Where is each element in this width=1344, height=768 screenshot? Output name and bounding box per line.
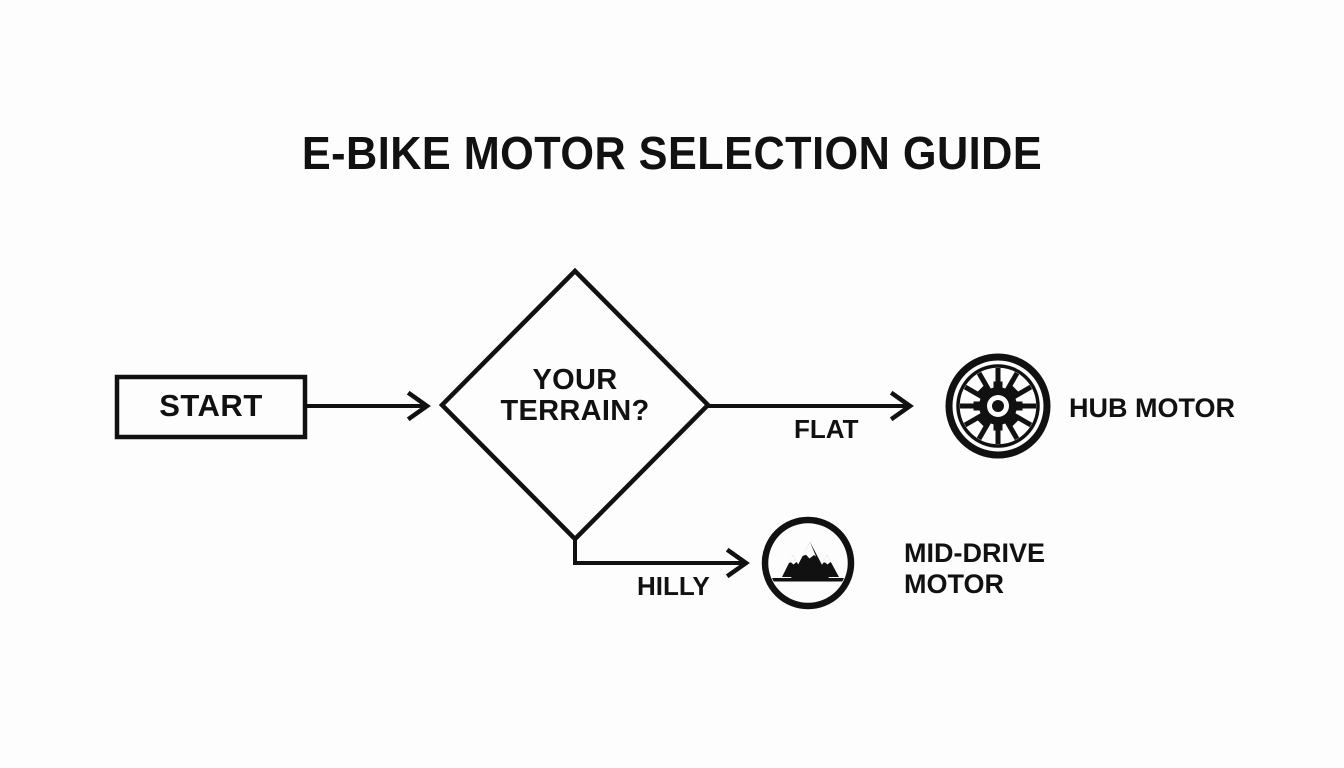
mid-drive-label-line2: MOTOR <box>904 569 1004 600</box>
hub-motor-label-line1: HUB MOTOR <box>1069 393 1235 423</box>
decision-node-label: YOUR TERRAIN? <box>455 365 695 426</box>
wheel-icon <box>945 353 1051 459</box>
hub-motor-label: HUB MOTOR <box>1069 393 1235 424</box>
edge-decision-to-hub <box>708 390 914 422</box>
mountain-icon <box>761 516 855 610</box>
mid-drive-label-line1: MID-DRIVE <box>904 538 1045 568</box>
mid-drive-motor-label: MID-DRIVE MOTOR <box>904 538 1045 601</box>
edge-start-to-decision <box>305 390 431 422</box>
page-title: E-BIKE MOTOR SELECTION GUIDE <box>301 127 1043 179</box>
edge-label-flat: FLAT <box>794 414 859 444</box>
start-node-label: START <box>159 388 263 423</box>
decision-label-line2: TERRAIN? <box>500 394 650 427</box>
edge-label-hilly: HILLY <box>637 571 710 601</box>
decision-label-line1: YOUR <box>532 364 618 396</box>
edge-decision-to-mid <box>573 539 750 579</box>
